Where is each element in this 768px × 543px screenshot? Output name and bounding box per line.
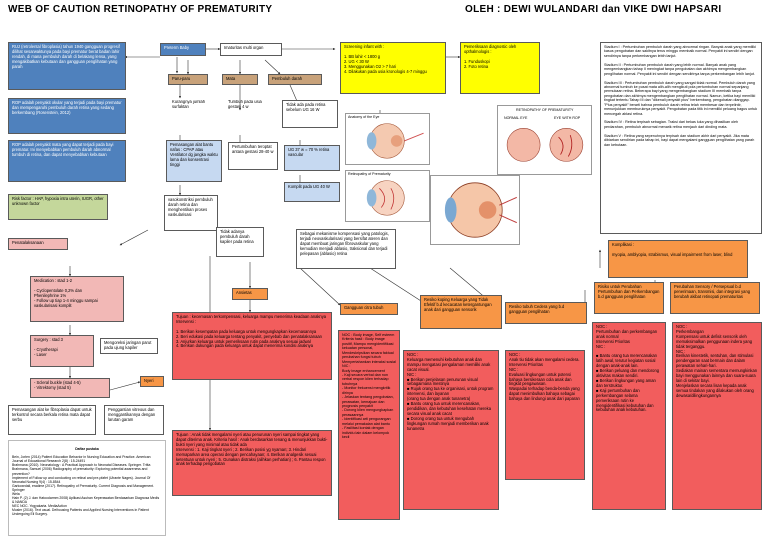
sensori-noc-nic-box: NOC : Perkembangan Kompensasi untuk defi… <box>672 322 762 510</box>
komplit-40w-node: Komplit pada UG 40 W <box>284 182 340 202</box>
pembuluh-darah-node: Pembuluh darah <box>268 74 322 85</box>
paru-paru-node: Paru-paru <box>168 74 208 85</box>
diagnostic-exam-box: Pemeriksaan diagnostic oleh opthalmologi… <box>460 42 540 94</box>
rop-comparison-illustration: RETINOPATHY OF PREMATURITY NORMAL EYE EY… <box>497 105 592 175</box>
normal-eye-label: NORMAL EYE <box>504 116 528 120</box>
sensori-node: Perubahan Sensory / Persepsual b.d pener… <box>670 282 760 314</box>
mata-node: Mata <box>222 74 258 85</box>
vasokonstriksi-node: vasokonstriksi pembuluh darah retina dan… <box>164 195 218 231</box>
ansietas-intervention-box: Tujuan : kecemasan terkompensasi, keluar… <box>172 312 332 380</box>
rop-definition-box-2: ROP adalah penyakit mata yang dapat terj… <box>8 140 126 182</box>
reference-list: Daftar pustaka Bein, Jorlen (2014) Patie… <box>8 440 166 536</box>
ansietas-node: Ansietas <box>232 288 268 300</box>
rop-eye-label: EYE WITH ROP <box>554 116 581 120</box>
fibroplasia-box: Pemasangan alat ke fibroplasia dapat unt… <box>8 405 96 435</box>
surgery-box: Surgery : stad 3 - Cryotherapi - Laser <box>30 335 94 367</box>
ug37-node: UG 37 w = 70 % retina vascular <box>284 145 340 171</box>
alat-bantu-nafas-node: Pemasangan alat bantu nafas : CPAP atau … <box>166 140 222 182</box>
scleral-buckle-box: - Scleral buckle (stad 4-5) - Vitrektomy… <box>30 378 110 398</box>
imaturitas-node: Imaturitas multi organ <box>220 43 282 56</box>
keluarga-noc-nic-box: NOC : Keluarga memenuhi kebutuhan anak d… <box>403 350 499 510</box>
nyeri-intervention-box: Tujuan : Anak tidak mengalami nyeri atau… <box>172 430 332 496</box>
rop-stages-caption: RETINOPATHY OF PREMATURITY <box>516 108 574 112</box>
tumbuh-4w-text: Tumbuh pada usia gestasi 4 w <box>228 100 262 109</box>
medication-box: Medication : stad 1-2 - Cyclopentolate 0… <box>30 276 124 322</box>
pertumbuhan-noc-nic-box: NOC : Pertumbuhan dan perkembangan anak … <box>592 322 666 510</box>
anatomy-caption: Anatomy of the Eye <box>348 115 380 119</box>
preterm-baby-node: Preterm Baby <box>160 43 206 56</box>
neovaskularisasi-node: Sebagai mekanisme kompensasi yang patolo… <box>296 229 396 269</box>
tidak-adanya-kapiler-node: Tidak adanya pembuluh darah kapiler pada… <box>216 227 264 257</box>
page-title: WEB OF CAUTION RETINOPATHY OF PREMATURIT… <box>8 4 273 15</box>
rop-eye-illustration: Retinopathy of Prematurity <box>345 170 430 222</box>
risk-factor-box: Risk factor : HAP, hypoxia intra uterin,… <box>8 194 108 220</box>
gangguan-citra-node: Gangguan citra tubuh <box>340 303 398 315</box>
komplikasi-box: Komplikasi : myopia, amblyopia, strabism… <box>608 240 748 278</box>
cedera-noc-nic-box: NOC : Anak tiu tidak akan mengalami cede… <box>505 350 585 480</box>
kurangnya-surfaktan-text: Kurangnya jumlah surfaktan <box>172 100 205 109</box>
author-credit: OLEH : DEWI WULANDARI dan VIKE DWI HAPSA… <box>465 4 722 15</box>
screening-criteria-box: Screening infant with : 1. BB lahir < 18… <box>340 42 446 94</box>
reference-body: Bein, Jorlen (2014) Patient Education Be… <box>12 455 160 517</box>
reference-heading: Daftar pustaka <box>75 447 99 452</box>
anatomy-eye-illustration: Anatomy of the Eye <box>345 113 430 165</box>
tidak-16w-node: Tidak ada pada retina sebelum UG 16 W <box>282 100 338 128</box>
penggantian-vitreous-box: Penggantian vitreous dan menggantikannya… <box>104 405 164 435</box>
nyeri-node: Nyeri <box>140 376 164 387</box>
ruj-definition-box: RUJ (retrolental fibroplasia) tahun 1940… <box>8 42 126 90</box>
rop-stadium-box: Stadium I : Pertumbuhan pembuluh darah y… <box>600 42 762 234</box>
rop-definition-box-1: ROP adalah penyakit okular yang terjadi … <box>8 98 126 134</box>
pertumbuhan-node: Risiko untuk Perubahan Pertumbuhan dan P… <box>594 282 664 314</box>
eye-cross-section-illustration <box>430 175 520 245</box>
rop-caption: Retinopathy of Prematurity <box>348 172 391 176</box>
resiko-cedera-node: Resiko tubuh Cedera yang b.d gangguan pe… <box>505 302 587 324</box>
koping-keluarga-node: Resiko koping Keluarga yang Tidak Efekti… <box>420 295 502 329</box>
pertumbuhan-28-40w-node: Pertumbuhan teroptat antara gestasi 28-4… <box>228 142 278 170</box>
penatalaksanaan-node: Penatalaksanaan <box>8 238 68 250</box>
koreksi-jaringan-node: Mengoreksi jaringan parut pada ujung kap… <box>100 338 158 354</box>
citra-noc-nic-box: NOC : Body image, Self esteem Kriteria h… <box>338 330 400 520</box>
